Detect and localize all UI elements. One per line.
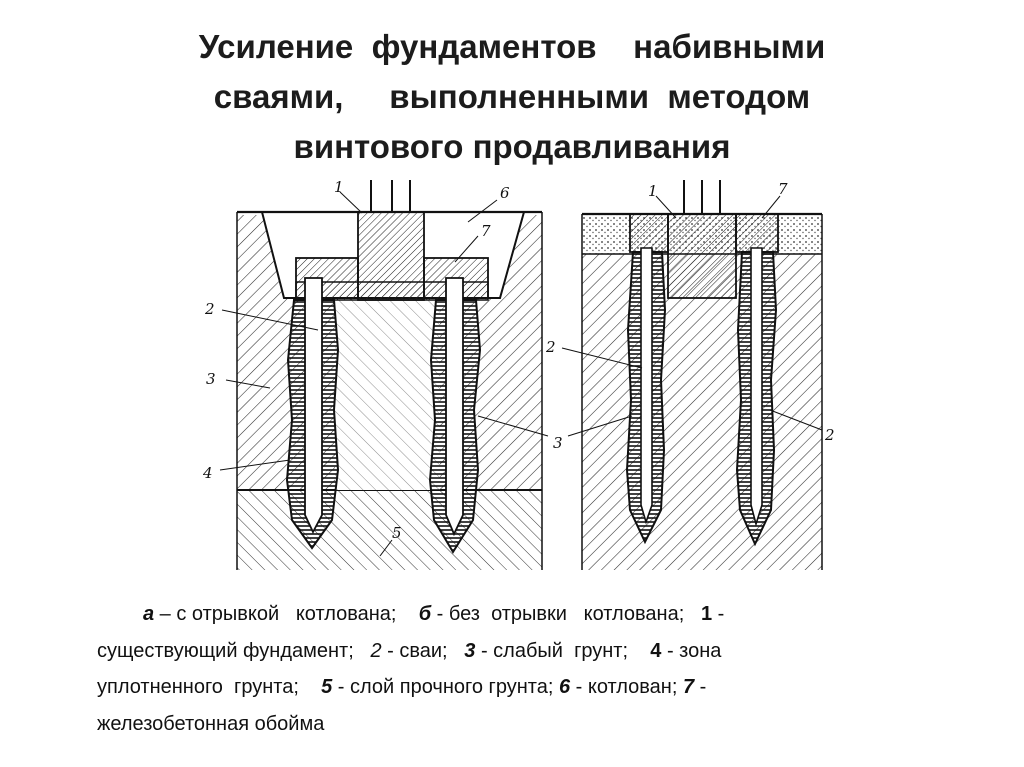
label-b-2-right: 2 (824, 426, 835, 444)
label-a-7: 7 (481, 222, 491, 240)
label-a-4: 4 (202, 464, 213, 482)
caption-n7: 7 (682, 676, 695, 698)
label-b-2-left: 2 (545, 338, 556, 356)
caption-l3-t6: - котлован; (570, 676, 683, 698)
caption-l4-t1: железобетонная обойма (97, 712, 325, 735)
caption-l2-t1: существующий фундамент; (97, 639, 371, 662)
caption-b-text: - без отрывки котлована; (431, 603, 701, 625)
title-line-3: винтового продавливания (293, 128, 731, 165)
caption-n6: 6 (558, 676, 571, 698)
existing-foundation-b (667, 213, 737, 299)
pile-b-right (750, 247, 763, 527)
title-line-2: сваями, выполненными методом (213, 78, 811, 115)
legend-caption: а – с отрывкой котлована; б - без отрывк… (97, 596, 977, 742)
cage-a-base (295, 281, 489, 301)
caption-l2-t4: - зона (661, 639, 722, 662)
caption-l3-t7: - (694, 676, 707, 698)
caption-l3-t5: - слой прочного грунта; (332, 676, 559, 698)
label-b-7: 7 (778, 180, 788, 198)
label-3-shared: 3 (553, 434, 563, 452)
strong-layer-a (237, 490, 542, 570)
caption-a-text: – с отрывкой котлована; (154, 603, 419, 625)
pile-a-left (304, 277, 323, 535)
caption-b: б (418, 603, 432, 625)
caption-line-3: уплотненного грунта; 5 - слой прочного г… (97, 669, 977, 706)
caption-line-1: а – с отрывкой котлована; б - без отрывк… (97, 596, 977, 633)
cage-b-left (629, 213, 669, 253)
caption-l2-t2: - сваи; (381, 639, 465, 662)
label-a-6: 6 (500, 184, 510, 202)
caption-l3-t1: уплотненного грунта; (97, 676, 322, 698)
label-a-3: 3 (206, 370, 216, 388)
caption-l2-t3: - слабый грунт; (475, 639, 651, 662)
pile-a-right (445, 277, 464, 537)
diagram-a: 1 6 7 2 3 4 5 (202, 178, 543, 570)
weak-soil-b (582, 254, 822, 570)
page-title: Усиление фундаментов набивными сваями, в… (0, 22, 1024, 172)
label-b-1: 1 (648, 182, 658, 200)
caption-n1: 1 (700, 603, 713, 625)
caption-a: а (143, 603, 155, 625)
caption-t1: - (712, 603, 725, 625)
diagram-b: 1 7 2 2 (545, 180, 835, 570)
caption-n5: 5 (321, 676, 333, 698)
shared-label-3: 3 (477, 415, 633, 452)
caption-n4: 4 (650, 639, 662, 662)
cage-b-right (735, 213, 779, 253)
label-a-5: 5 (392, 524, 402, 542)
label-a-1: 1 (334, 178, 344, 196)
pile-b-left (640, 247, 653, 525)
caption-n2: 2 (370, 639, 382, 662)
caption-line-4: железобетонная обойма (97, 706, 977, 743)
caption-n3: 3 (464, 639, 476, 662)
caption-line-2: существующий фундамент; 2 - сваи; 3 - сл… (97, 633, 977, 670)
label-a-2: 2 (204, 300, 215, 318)
title-line-1: Усиление фундаментов набивными (198, 28, 826, 65)
